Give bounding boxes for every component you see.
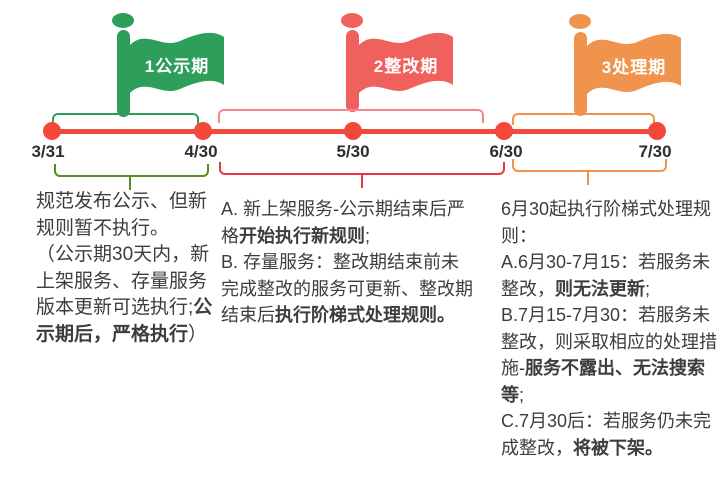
date-label-5: 7/30 xyxy=(638,142,672,161)
note-public-period: 规范发布公示、但新规则暂不执行。 （公示期30天内，新上架服务、存量服务版本更新… xyxy=(36,191,213,345)
bracket-notch xyxy=(129,177,131,190)
note-handle-period: 6月30起执行阶梯式处理规则： A.6月30-7月15：若服务未整改，则无法更新… xyxy=(501,199,717,458)
duration-bracket-orange xyxy=(512,159,667,185)
flag-banner-icon xyxy=(130,32,224,93)
period-bracket-top-green xyxy=(52,113,199,125)
bracket-notch xyxy=(587,172,589,185)
bracket-notch xyxy=(361,175,363,188)
timeline-dot-1 xyxy=(43,122,61,140)
flag-pole-icon xyxy=(574,32,587,116)
flag-pole-icon xyxy=(346,30,359,112)
timeline-dot-5 xyxy=(648,122,666,140)
flag-label: 3处理期 xyxy=(601,57,667,77)
duration-bracket-green xyxy=(54,164,209,190)
date-label-2: 4/30 xyxy=(184,142,218,161)
flag-pole-icon xyxy=(117,30,130,117)
flag-ball-icon xyxy=(112,13,134,28)
note-rectify-period: A. 新上架服务-公示期结束后严格开始执行新规则; B. 存量服务：整改期结束前… xyxy=(221,199,473,325)
duration-bracket-red xyxy=(219,162,505,188)
period-bracket-top-orange xyxy=(512,113,655,125)
period-bracket-top-pink xyxy=(218,109,484,123)
flag-ball-icon xyxy=(341,13,363,28)
date-label-4: 6/30 xyxy=(489,142,523,161)
timeline-dot-4 xyxy=(495,122,513,140)
date-label-3: 5/30 xyxy=(336,142,370,161)
timeline-dot-2 xyxy=(194,122,212,140)
flag-ball-icon xyxy=(569,14,591,29)
date-label-1: 3/31 xyxy=(31,142,65,161)
timeline-dot-3 xyxy=(344,122,362,140)
flag-banner-icon xyxy=(359,32,453,93)
flag-banner-icon xyxy=(587,33,681,94)
flag-label: 2整改期 xyxy=(373,56,439,76)
flag-label: 1公示期 xyxy=(144,56,210,76)
